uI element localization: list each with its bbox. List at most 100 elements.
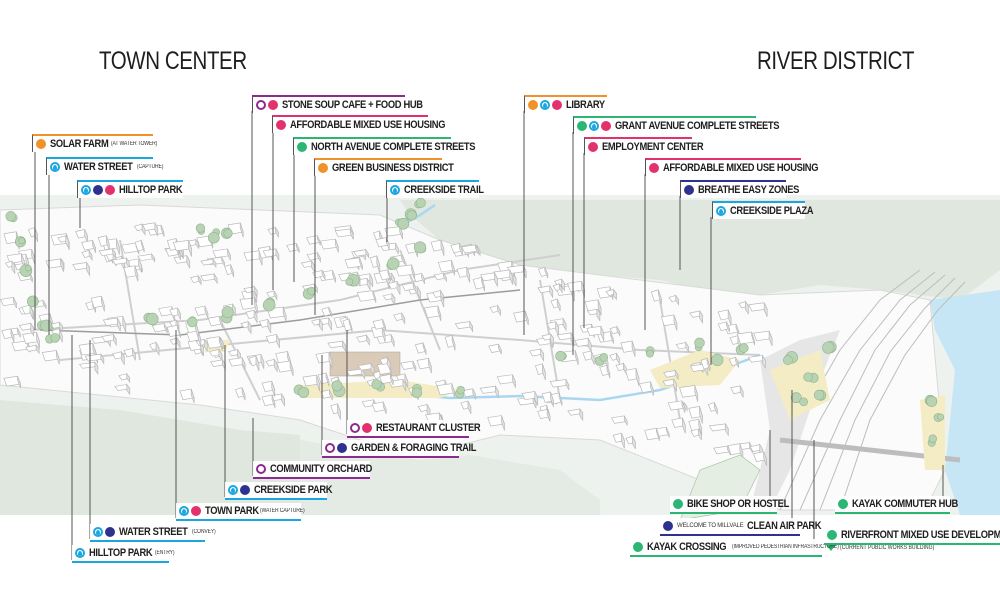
callout-title: AFFORDABLE MIXED USE HOUSING — [663, 162, 819, 174]
building — [430, 239, 445, 256]
housing-icon — [588, 142, 598, 152]
housing-icon — [105, 185, 115, 195]
building — [708, 422, 729, 437]
callout-title: GRANT AVENUE COMPLETE STREETS — [615, 120, 780, 132]
callout-affordable-housing-town: AFFORDABLE MIXED USE HOUSING — [272, 115, 445, 133]
building — [371, 325, 386, 343]
upper-hillside — [400, 200, 1000, 300]
building — [749, 443, 764, 459]
building — [4, 260, 16, 275]
building — [57, 234, 70, 249]
building — [671, 417, 686, 434]
building — [123, 348, 136, 361]
building — [717, 321, 730, 333]
building — [142, 222, 159, 236]
building — [707, 402, 718, 415]
building — [549, 379, 570, 391]
building — [460, 400, 472, 414]
building — [382, 292, 396, 306]
water-drop-icon — [390, 185, 400, 195]
callout-kayak-crossing: KAYAK CROSSING(IMPROVED PEDESTRIAN INFRA… — [630, 539, 839, 557]
building — [286, 243, 300, 253]
river-district-title: RIVER DISTRICT — [757, 47, 915, 75]
building — [276, 360, 294, 377]
building — [611, 415, 628, 426]
building — [208, 348, 223, 362]
building — [747, 354, 766, 369]
air-quality-icon — [663, 521, 673, 531]
building — [416, 357, 432, 374]
building — [234, 387, 246, 401]
building — [728, 356, 740, 368]
building — [537, 408, 551, 422]
callout-prefix: WELCOME TO MILLVALE — [677, 523, 744, 529]
building — [353, 248, 370, 259]
building — [327, 339, 347, 353]
building — [521, 391, 539, 406]
tree — [5, 211, 16, 222]
tree — [50, 333, 61, 343]
building — [393, 312, 406, 324]
lower-hillside-center — [300, 440, 600, 515]
callout-note: (CURRENT PUBLIC WORKS BUILDING) — [840, 545, 935, 551]
callout-title: GREEN BUSINESS DISTRICT — [332, 162, 454, 174]
building — [194, 305, 209, 319]
tree — [187, 316, 198, 328]
air-quality-icon — [93, 185, 103, 195]
callout-title: CREEKSIDE PARK — [254, 484, 333, 496]
building — [261, 380, 276, 397]
callout-hilltop-park-entry: HILLTOP PARK(ENTRY) — [72, 545, 175, 563]
tree — [262, 298, 276, 312]
building — [342, 318, 353, 333]
building — [189, 274, 202, 286]
building — [317, 372, 330, 387]
building — [321, 306, 333, 318]
building — [262, 248, 280, 261]
building — [210, 358, 226, 371]
building — [717, 309, 732, 326]
building — [334, 228, 354, 240]
callout-garden-foraging: GARDEN & FORAGING TRAIL — [322, 440, 477, 458]
mobility-icon — [827, 530, 837, 540]
callout-subtitle: (WATER CAPTURE) — [260, 508, 305, 514]
building — [644, 427, 660, 441]
tree — [27, 295, 39, 308]
tree — [813, 389, 825, 401]
building — [212, 248, 232, 261]
callout-title: RIVERFRONT MIXED USE DEVELOPMENT — [841, 529, 1000, 541]
tree — [18, 237, 26, 245]
callout-title: WATER STREET — [119, 526, 188, 538]
building — [667, 400, 686, 413]
callout-title: GARDEN & FORAGING TRAIL — [351, 442, 477, 454]
callout-subtitle: (CONVEY) — [191, 529, 216, 535]
building — [240, 320, 252, 335]
water-drop-icon — [540, 100, 550, 110]
building — [414, 342, 427, 355]
callout-subtitle: (AT WATER TOWER) — [110, 141, 157, 147]
building — [690, 428, 702, 441]
building — [493, 269, 514, 285]
building — [315, 351, 333, 369]
building — [200, 272, 218, 285]
water-drop-icon — [589, 121, 599, 131]
building — [369, 255, 381, 274]
building — [378, 269, 392, 282]
callout-north-avenue: NORTH AVENUE COMPLETE STREETS — [293, 137, 476, 155]
tree — [937, 413, 945, 421]
building — [662, 378, 678, 393]
building — [169, 337, 181, 349]
building — [730, 385, 744, 398]
pointer-triangle-icon — [826, 545, 836, 551]
tree — [411, 387, 423, 399]
building — [748, 302, 768, 317]
building — [462, 388, 477, 400]
callout-subtitle: (IMPROVED PEDESTRIAN INFRASTRUCTURE) — [732, 544, 839, 550]
trees — [5, 197, 945, 447]
building — [444, 334, 456, 351]
building — [112, 350, 125, 366]
building — [379, 373, 394, 386]
building — [461, 244, 479, 255]
building — [513, 310, 529, 326]
tree — [803, 372, 813, 382]
building — [75, 229, 89, 243]
